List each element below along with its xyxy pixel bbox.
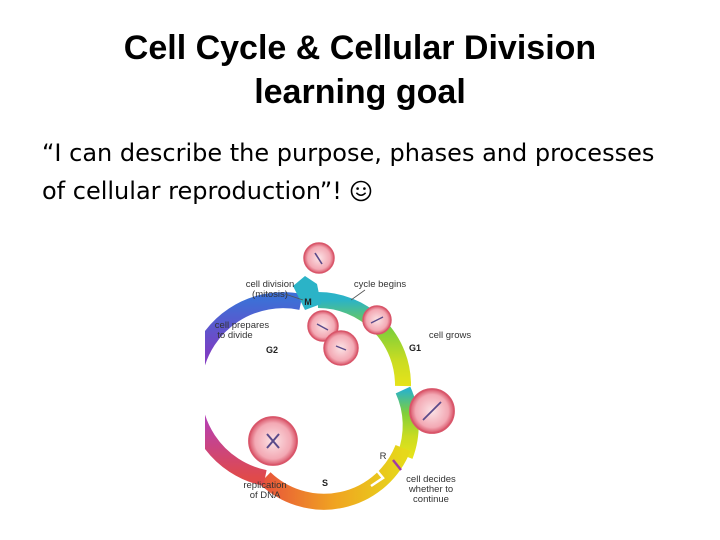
cell-cycle-diagram: M G1 G2 S R cell division (mitosis) cycl… <box>205 242 471 510</box>
g1-arc-lower <box>395 386 419 459</box>
svg-text:to divide: to divide <box>217 330 252 341</box>
phase-r: R <box>380 451 387 462</box>
svg-text:cell decides: cell decides <box>406 474 456 485</box>
phase-m: M <box>304 297 312 307</box>
s-arc <box>259 444 411 510</box>
label-cell-decides: cell decides whether to continue <box>406 474 456 505</box>
phase-g1: G1 <box>409 343 421 353</box>
svg-text:cell prepares: cell prepares <box>215 320 270 331</box>
svg-text:(mitosis): (mitosis) <box>252 289 288 300</box>
cell-cycle-begins <box>362 305 392 335</box>
svg-text:continue: continue <box>413 494 449 505</box>
svg-text:of DNA: of DNA <box>250 490 281 501</box>
title-line-1: Cell Cycle & Cellular Division <box>123 29 597 67</box>
cell-top <box>303 242 335 274</box>
goal-statement: “I can describe the purpose, phases and … <box>42 139 655 205</box>
label-cell-prepares: cell prepares to divide <box>215 320 270 341</box>
m-phase-tab <box>293 276 321 310</box>
label-cell-division: cell division (mitosis) <box>246 279 295 300</box>
smiley-face-icon <box>350 175 372 213</box>
phase-s: S <box>322 478 328 488</box>
g2-arc <box>205 292 303 486</box>
title-line-2: learning goal <box>254 73 466 111</box>
pointer-cell-division <box>284 293 304 301</box>
restriction-point-marker <box>392 459 402 471</box>
svg-text:whether to: whether to <box>408 484 453 495</box>
s-g1-separator <box>370 465 385 488</box>
learning-goal-text: “I can describe the purpose, phases and … <box>42 134 662 213</box>
label-cell-grows: cell grows <box>429 330 471 341</box>
slide-title: Cell Cycle & Cellular Division learning … <box>40 26 680 114</box>
svg-text:cell division: cell division <box>246 279 295 290</box>
label-cycle-begins: cycle begins <box>354 279 407 290</box>
dividing-cells <box>307 310 359 366</box>
label-replication: replication of DNA <box>243 480 286 501</box>
cell-replication <box>248 416 298 466</box>
svg-text:replication: replication <box>243 480 286 491</box>
g2-s-separator <box>254 391 270 407</box>
phase-g2: G2 <box>266 345 278 355</box>
pointer-cycle-begins <box>350 289 366 301</box>
cell-grows <box>409 388 455 434</box>
